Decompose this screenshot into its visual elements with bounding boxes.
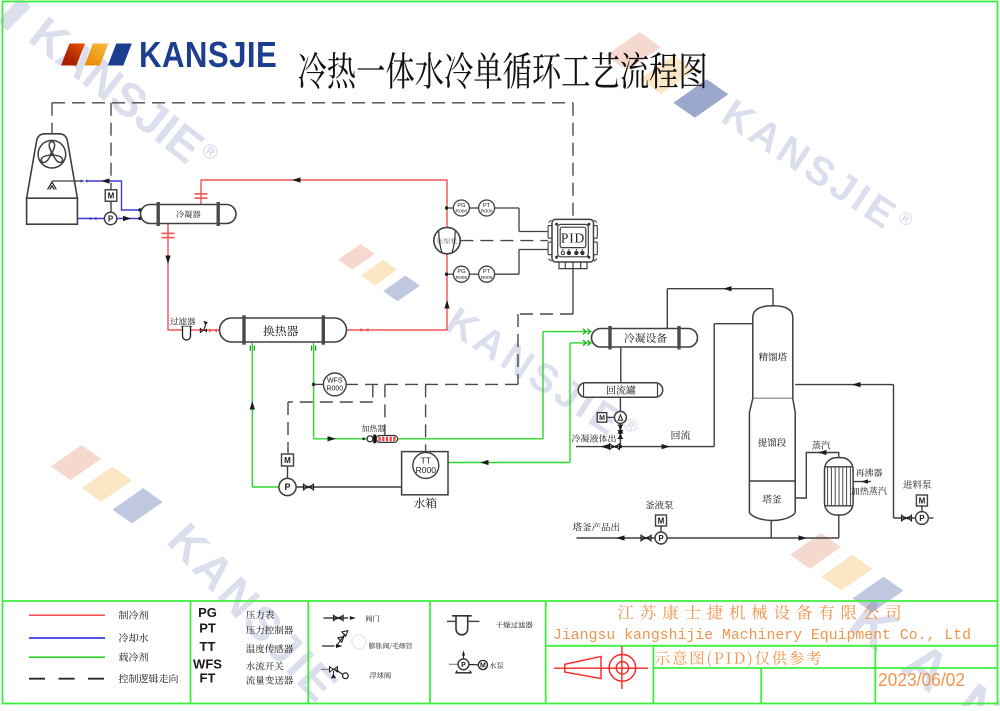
svg-text:R000: R000 [456, 275, 468, 281]
svg-text:FT: FT [200, 671, 216, 686]
svg-text:WFS: WFS [193, 657, 222, 672]
svg-text:PID: PID [561, 231, 585, 246]
svg-text:Jiangsu kangshijie Machinery E: Jiangsu kangshijie Machinery Equipment C… [553, 628, 971, 644]
svg-text:R000: R000 [416, 465, 437, 475]
svg-text:P: P [461, 662, 466, 669]
svg-text:TT: TT [200, 639, 216, 654]
svg-text:2023/06/02: 2023/06/02 [878, 670, 965, 690]
svg-text:P: P [658, 534, 664, 543]
svg-text:PG: PG [457, 203, 465, 209]
svg-text:P: P [108, 214, 114, 223]
svg-text:P: P [284, 482, 290, 492]
svg-text:M: M [480, 663, 486, 670]
svg-text:R000: R000 [481, 275, 493, 281]
svg-text:PT: PT [483, 269, 491, 275]
svg-text:P: P [919, 514, 925, 523]
svg-text:M: M [108, 191, 115, 200]
svg-text:M: M [284, 456, 291, 465]
svg-text:PG: PG [198, 605, 217, 620]
svg-text:TT: TT [421, 455, 431, 465]
svg-text:WFS: WFS [327, 377, 343, 384]
svg-text:KANSJIE: KANSJIE [139, 35, 277, 76]
svg-text:PG: PG [457, 269, 465, 275]
svg-text:M: M [919, 496, 926, 505]
svg-text:R000: R000 [456, 209, 468, 215]
svg-text:M: M [658, 516, 665, 525]
svg-text:M: M [599, 415, 605, 422]
svg-text:R000: R000 [481, 209, 493, 215]
svg-text:R000: R000 [326, 386, 343, 393]
svg-text:PT: PT [199, 621, 216, 636]
svg-text:PT: PT [483, 203, 491, 209]
